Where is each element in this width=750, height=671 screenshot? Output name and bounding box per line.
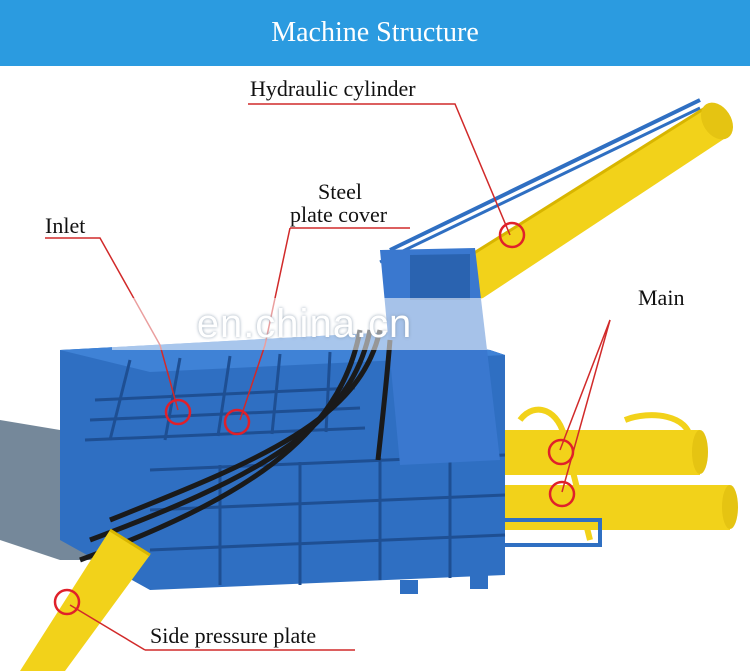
label-inlet: Inlet [45, 213, 86, 238]
baler-machine-illustration [0, 66, 750, 671]
label-steel: Steel [318, 179, 362, 204]
label-hydraulic-cylinder: Hydraulic cylinder [250, 76, 416, 101]
page-title: Machine Structure [271, 17, 479, 48]
watermark: en.china.cn [112, 298, 497, 350]
page-banner: Machine Structure [0, 0, 750, 66]
label-plate-cover: plate cover [290, 202, 388, 227]
label-side-pressure-plate: Side pressure plate [150, 623, 317, 648]
label-main: Main [638, 285, 685, 310]
